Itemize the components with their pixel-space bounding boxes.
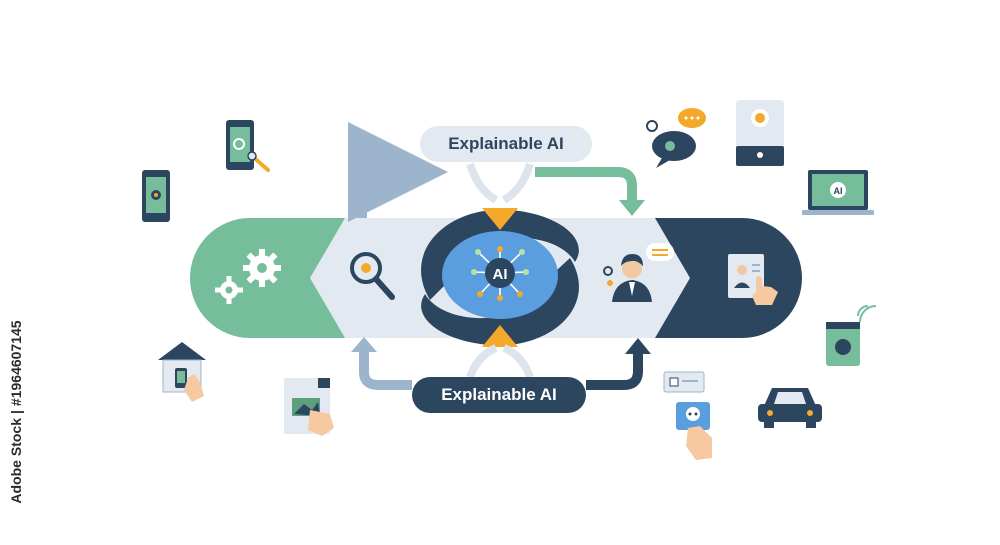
- arrow-bottom-converge: [466, 344, 534, 379]
- flow-arrows: [348, 122, 651, 390]
- gears-icon: [215, 249, 281, 304]
- arrow-top-converge: [466, 162, 534, 204]
- arrow-left-top: [348, 122, 448, 222]
- smart-home-icon: [158, 342, 206, 402]
- connected-car-icon: [758, 388, 822, 428]
- ai-badge-label: AI: [493, 266, 508, 283]
- top-orange-marker: [482, 208, 518, 230]
- magnifier-icon: [350, 252, 395, 300]
- smartphone-settings-icon: [142, 170, 170, 222]
- chat-assistant-icon: [646, 108, 706, 168]
- smart-plug-touch-icon: [663, 371, 712, 460]
- bottom-orange-marker: [482, 325, 518, 347]
- explainable-ai-top-label: Explainable AI: [420, 126, 592, 162]
- tablet-touch-icon: [284, 378, 334, 436]
- arrow-left-bottom: [359, 352, 412, 390]
- stock-credit: Adobe Stock | #1964607145: [8, 312, 28, 512]
- analyst-person-icon: [603, 243, 674, 302]
- stock-asset-id: #1964607145: [8, 320, 24, 407]
- wireless-speaker-icon: [826, 305, 877, 366]
- arrow-right-bottom: [586, 354, 643, 390]
- credit-separator: |: [8, 410, 24, 414]
- laptop-ai-label: AI: [834, 186, 843, 196]
- ai-cycle-swirl: AI: [421, 208, 579, 347]
- arrow-right-top: [535, 167, 637, 200]
- smart-speaker-icon: [736, 100, 784, 166]
- smartphone-search-icon: [226, 120, 270, 172]
- stock-source: Adobe Stock: [8, 418, 24, 504]
- explainable-ai-bottom-label: Explainable AI: [412, 377, 586, 413]
- profile-document-touch-icon: [728, 254, 778, 305]
- laptop-ai-icon: AI: [802, 170, 874, 215]
